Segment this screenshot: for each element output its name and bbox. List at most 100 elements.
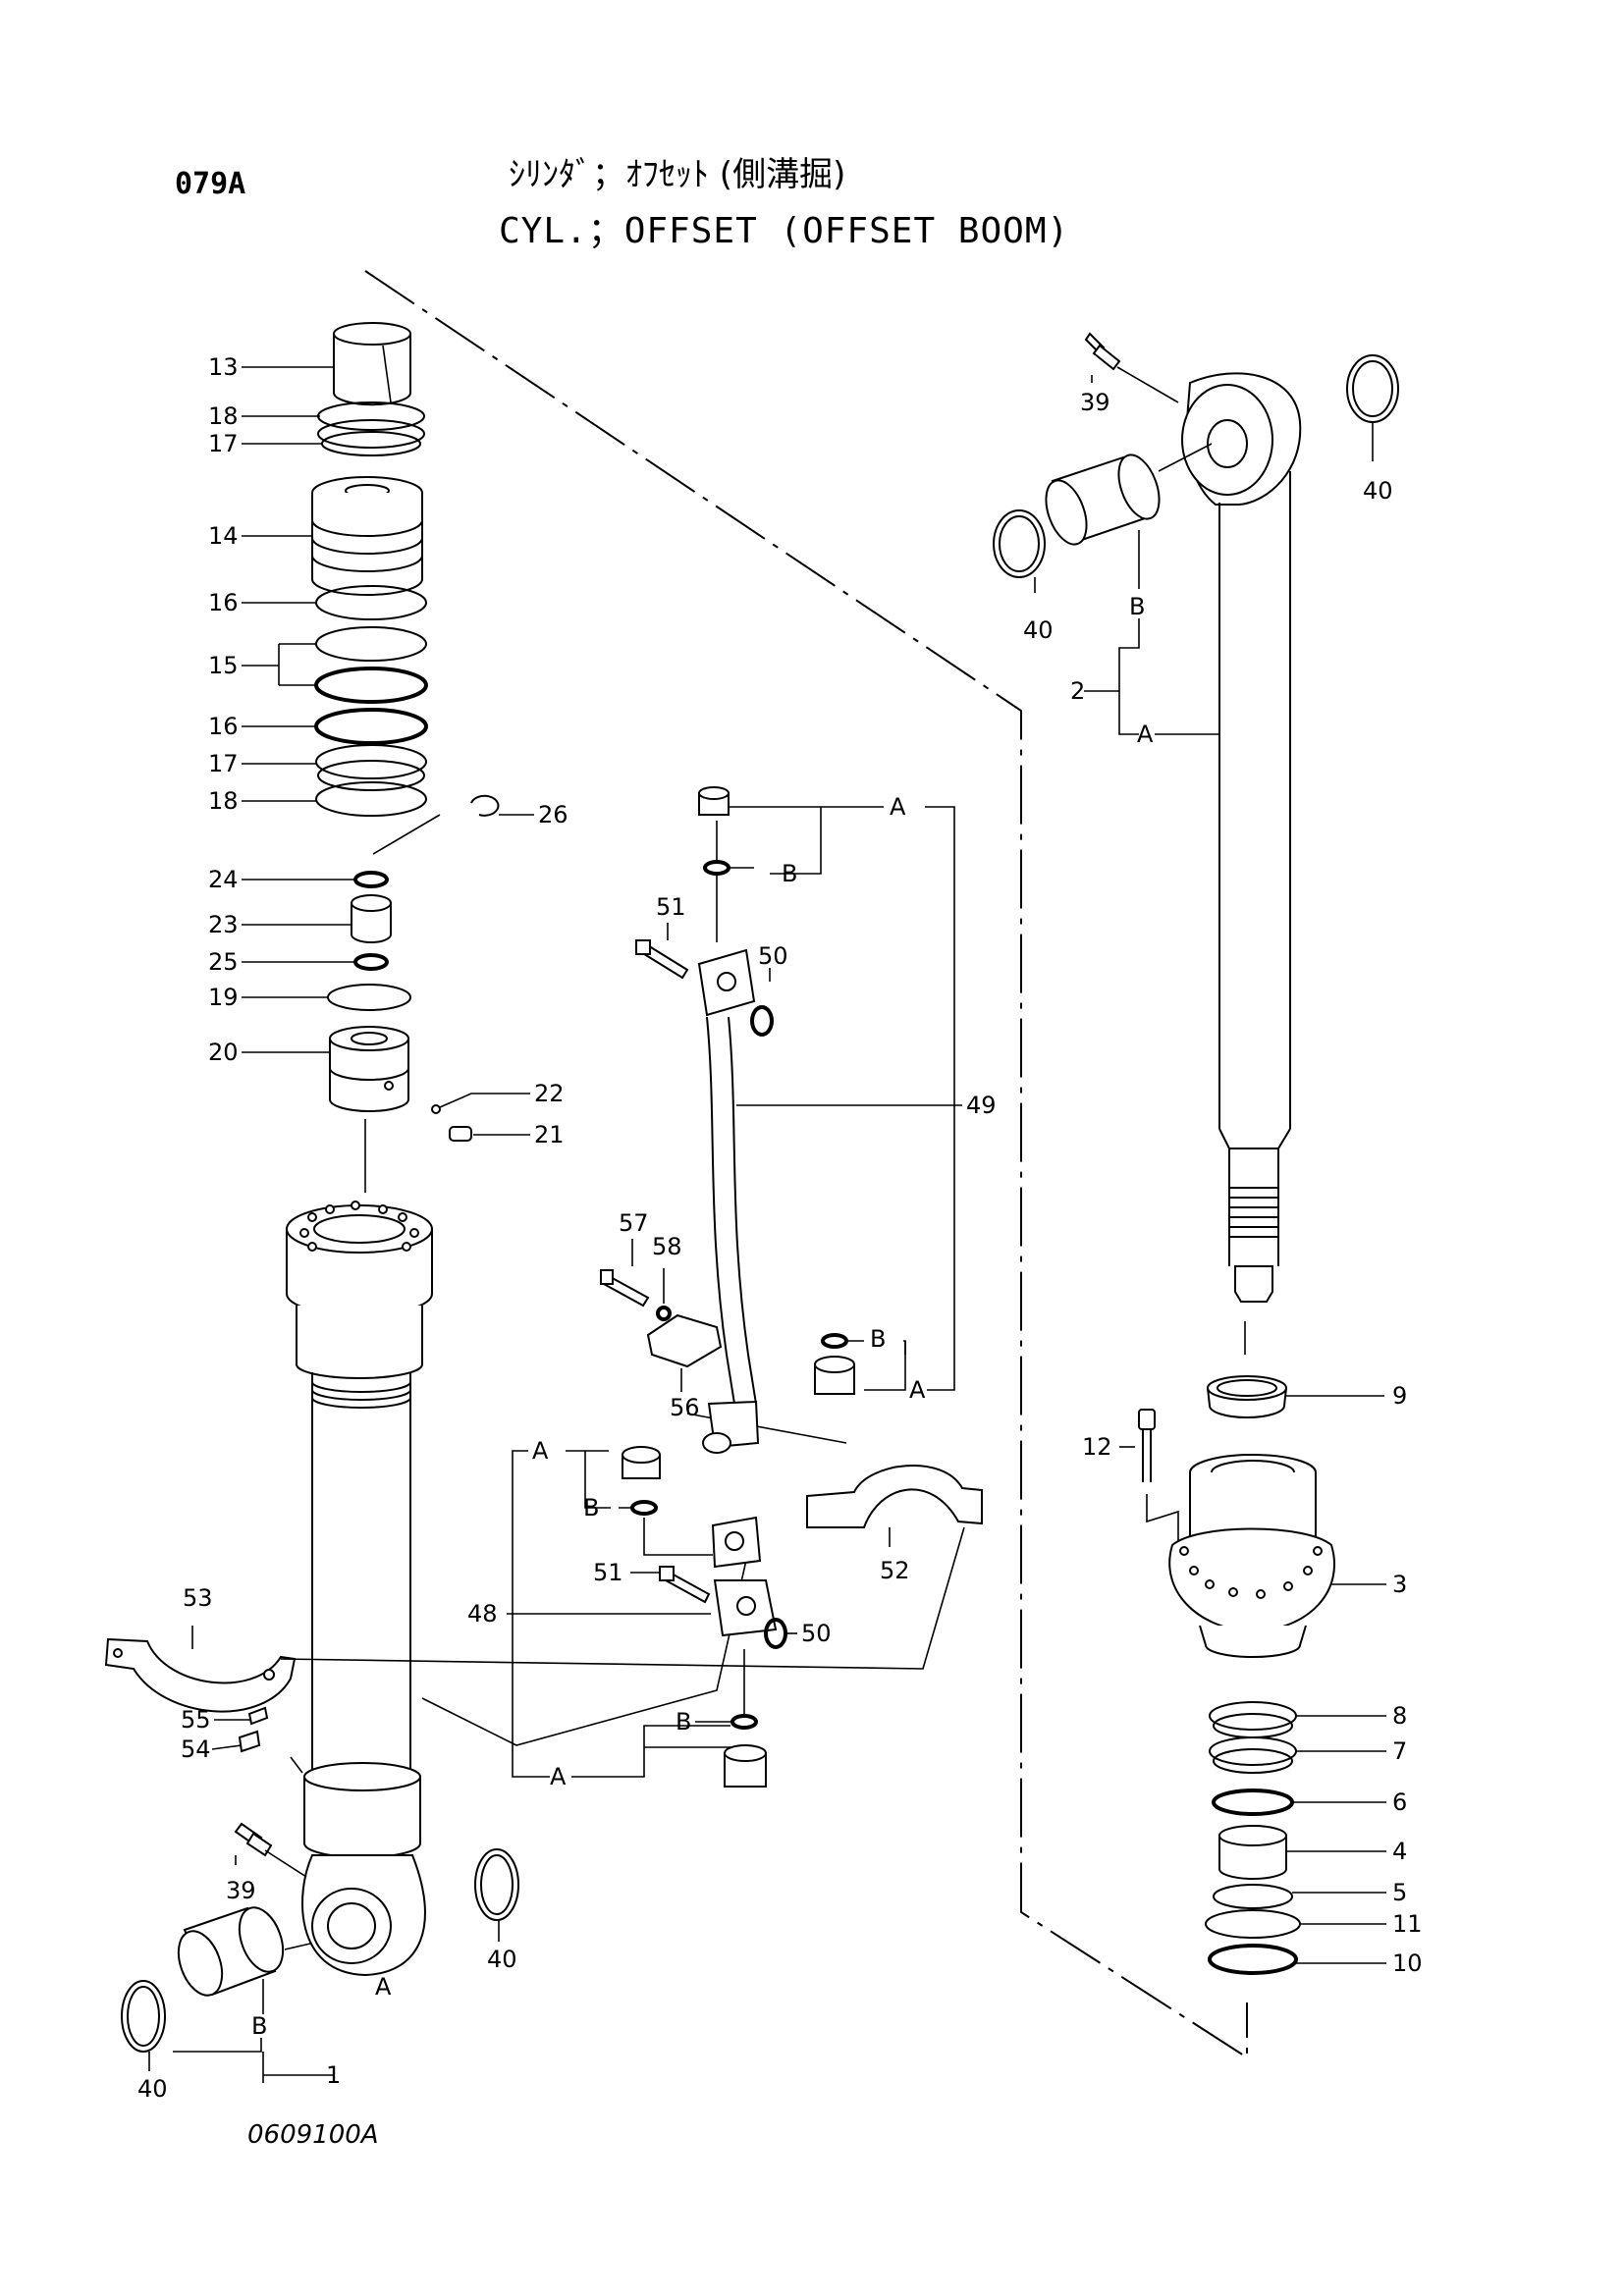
grease-nipple-39-lower bbox=[234, 1822, 307, 1878]
callout-54: 54 bbox=[181, 1735, 211, 1763]
seal-9 bbox=[1207, 1375, 1287, 1418]
letter-a-pipe-top: A bbox=[890, 793, 906, 821]
callout-40-lower-left: 40 bbox=[137, 2075, 168, 2103]
o-ring-19 bbox=[327, 984, 411, 1011]
collar-23 bbox=[351, 894, 392, 943]
callout-18-b: 18 bbox=[208, 787, 239, 815]
drawing-number: 0609100A bbox=[247, 2120, 379, 2150]
cylinder-tube bbox=[286, 1201, 433, 1977]
piston-seal-stack bbox=[311, 322, 500, 1193]
callout-numbers: 13 18 17 14 16 15 16 17 18 26 24 23 25 1… bbox=[137, 353, 1423, 2103]
callout-23: 23 bbox=[208, 911, 239, 938]
callout-58: 58 bbox=[652, 1233, 682, 1260]
cylinder-rod bbox=[1084, 332, 1302, 1303]
ball-22 bbox=[431, 1104, 441, 1114]
bracket-letters: A B A B A B A B A B A B bbox=[251, 593, 1154, 2040]
seal-40-upper-right bbox=[1346, 354, 1399, 423]
callout-19: 19 bbox=[208, 984, 239, 1011]
bolt-12 bbox=[1138, 1409, 1179, 1551]
callout-50-lower: 50 bbox=[801, 1620, 832, 1647]
piston-14 bbox=[311, 476, 423, 596]
bushing-lower bbox=[177, 1906, 311, 1997]
title-english: CYL.；OFFSET (OFFSET BOOM) bbox=[499, 211, 1070, 251]
callout-15: 15 bbox=[208, 652, 239, 679]
callout-52: 52 bbox=[880, 1557, 910, 1584]
letter-a-pipe-bottom: A bbox=[550, 1763, 567, 1790]
callout-18-top: 18 bbox=[208, 402, 239, 430]
dashed-axis-right bbox=[364, 270, 1248, 2059]
callout-11: 11 bbox=[1392, 1910, 1423, 1938]
ring-16-b bbox=[314, 708, 428, 745]
callout-26: 26 bbox=[538, 801, 568, 828]
callout-20: 20 bbox=[208, 1039, 239, 1066]
callout-4: 4 bbox=[1392, 1838, 1407, 1865]
callout-53: 53 bbox=[183, 1584, 213, 1612]
callout-50-upper: 50 bbox=[758, 942, 788, 970]
bushing-4 bbox=[1218, 1825, 1287, 1880]
callout-49: 49 bbox=[966, 1092, 997, 1119]
seal-40-upper-left bbox=[993, 509, 1046, 578]
callout-10: 10 bbox=[1392, 1949, 1423, 1977]
callout-5: 5 bbox=[1392, 1879, 1407, 1906]
page-code: 079A bbox=[175, 167, 246, 201]
callout-2: 2 bbox=[1070, 677, 1085, 705]
callout-16-b: 16 bbox=[208, 713, 239, 740]
rod-cover-3 bbox=[1168, 1454, 1336, 1658]
callout-25: 25 bbox=[208, 948, 239, 976]
letter-b-rod: B bbox=[1129, 593, 1145, 620]
ring-5 bbox=[1213, 1884, 1293, 1909]
ring-17-top bbox=[317, 419, 425, 449]
ring-15-a bbox=[315, 626, 427, 662]
callout-39-upper: 39 bbox=[1080, 389, 1110, 416]
snap-ring-26 bbox=[470, 794, 500, 817]
letter-b-pipe-right: B bbox=[870, 1325, 886, 1353]
title-japanese: ｼﾘﾝﾀﾞ；ｵﾌｾｯﾄ (側溝掘) bbox=[509, 155, 846, 194]
ring-25 bbox=[353, 953, 389, 971]
leader-lines bbox=[148, 366, 1386, 2083]
o-ring-10 bbox=[1208, 1944, 1298, 1975]
letter-a-pipe-right: A bbox=[909, 1376, 926, 1404]
clamp-53 bbox=[104, 1637, 297, 1753]
ring-8 bbox=[1209, 1701, 1297, 1731]
callout-40-lower-right: 40 bbox=[487, 1946, 517, 1973]
seal-40-lower-right bbox=[474, 1848, 519, 1921]
bushing-upper bbox=[1045, 443, 1213, 546]
ring-6 bbox=[1212, 1789, 1294, 1816]
ring-11 bbox=[1205, 1909, 1301, 1939]
callout-22: 22 bbox=[534, 1080, 565, 1107]
ring-7 bbox=[1209, 1736, 1297, 1766]
callout-57: 57 bbox=[619, 1209, 649, 1237]
nut-20 bbox=[329, 1026, 409, 1112]
callout-13: 13 bbox=[208, 353, 239, 381]
callout-39-lower: 39 bbox=[226, 1877, 256, 1904]
callout-1: 1 bbox=[326, 2061, 341, 2089]
callout-16-a: 16 bbox=[208, 589, 239, 616]
ring-17-b bbox=[315, 744, 427, 779]
bushing-13 bbox=[333, 322, 411, 406]
callout-55: 55 bbox=[181, 1706, 211, 1734]
callout-40-upper-right: 40 bbox=[1363, 477, 1393, 505]
clamp-link-line bbox=[280, 1526, 965, 1670]
callout-40-upper-left: 40 bbox=[1023, 616, 1054, 644]
ring-18-top bbox=[317, 401, 425, 431]
ring-15-b bbox=[314, 667, 428, 704]
letter-b-pipe-bottom: B bbox=[676, 1708, 691, 1735]
letter-b-tube: B bbox=[251, 2012, 267, 2040]
callout-51-upper: 51 bbox=[656, 893, 686, 921]
letter-a-pipe-left: A bbox=[532, 1437, 549, 1465]
clamp-link-line-2 bbox=[421, 1524, 755, 1746]
letter-b-pipe-left: B bbox=[583, 1494, 599, 1522]
callout-51-lower: 51 bbox=[593, 1559, 623, 1586]
callout-7: 7 bbox=[1392, 1737, 1407, 1765]
callout-17-top: 17 bbox=[208, 430, 239, 457]
callout-24: 24 bbox=[208, 866, 239, 893]
callout-48: 48 bbox=[467, 1600, 498, 1628]
callout-56: 56 bbox=[670, 1394, 700, 1421]
letter-a-tube: A bbox=[375, 1973, 392, 2001]
callout-3: 3 bbox=[1392, 1571, 1407, 1598]
ring-24 bbox=[353, 871, 389, 888]
pipe-assembly bbox=[600, 786, 983, 1788]
callout-6: 6 bbox=[1392, 1789, 1407, 1816]
